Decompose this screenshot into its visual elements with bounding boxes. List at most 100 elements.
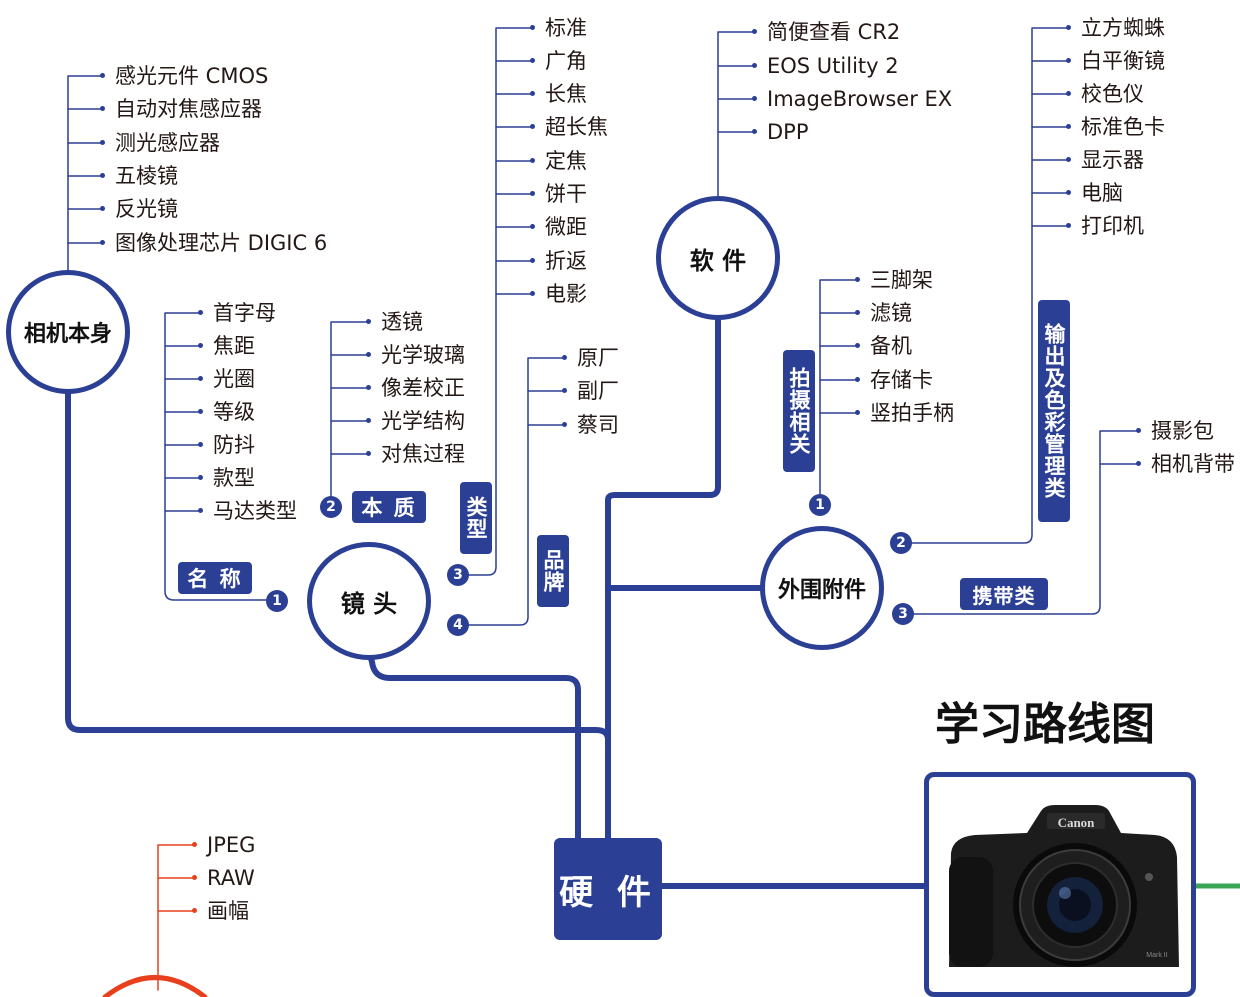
- list-item: 相机背带: [1136, 451, 1235, 477]
- bullet-icon: [530, 223, 535, 229]
- lens-node: 镜 头: [307, 542, 431, 660]
- lens-name-tag: 名 称: [178, 562, 252, 594]
- bullet-icon: [562, 387, 567, 393]
- bullet-icon: [366, 384, 371, 390]
- bullet-icon: [855, 409, 860, 415]
- number-badge: 2: [890, 532, 912, 554]
- list-item: 三脚架: [855, 267, 933, 293]
- list-item: 简便查看 CR2: [752, 19, 900, 45]
- bullet-icon: [752, 95, 757, 101]
- bullet-icon: [192, 874, 197, 880]
- bullet-icon: [198, 441, 203, 447]
- bullet-icon: [1066, 123, 1071, 129]
- list-item: 像差校正: [366, 375, 465, 401]
- camera-image: Canon Mark II: [924, 772, 1196, 997]
- list-item: 定焦: [530, 148, 587, 174]
- bullet-icon: [198, 507, 203, 513]
- list-item: 白平衡镜: [1066, 48, 1165, 74]
- bullet-icon: [562, 354, 567, 360]
- list-item: 立方蜘蛛: [1066, 15, 1165, 41]
- number-badge: 3: [447, 564, 469, 586]
- bullet-icon: [198, 408, 203, 414]
- bullet-icon: [1066, 156, 1071, 162]
- bullet-icon: [530, 290, 535, 296]
- output-tag: 输出及色彩管理类: [1038, 300, 1070, 522]
- list-item: JPEG: [192, 832, 255, 858]
- bullet-icon: [100, 205, 105, 211]
- bullet-icon: [100, 105, 105, 111]
- list-item: 滤镜: [855, 300, 912, 326]
- bullet-icon: [1066, 222, 1071, 228]
- list-item: 长焦: [530, 81, 587, 107]
- bullet-icon: [100, 239, 105, 245]
- camera-brand-text: Canon: [1058, 815, 1096, 830]
- lens-brand-tag: 品牌: [537, 535, 569, 607]
- list-item: 电影: [530, 281, 587, 307]
- list-item: 电脑: [1066, 180, 1123, 206]
- camera-body-node: 相机本身: [6, 270, 130, 394]
- list-item: 副厂: [562, 378, 619, 404]
- list-item: 折返: [530, 248, 587, 274]
- bullet-icon: [100, 139, 105, 145]
- list-item: 打印机: [1066, 213, 1144, 239]
- bullet-icon: [1066, 90, 1071, 96]
- bullet-icon: [1066, 57, 1071, 63]
- list-item: 测光感应器: [100, 130, 220, 156]
- list-item: 五棱镜: [100, 163, 178, 189]
- lens-label: 镜 头: [340, 589, 398, 618]
- bullet-icon: [1136, 427, 1141, 433]
- bullet-icon: [366, 450, 371, 456]
- list-item: DPP: [752, 119, 809, 145]
- bullet-icon: [752, 128, 757, 134]
- list-item: 焦距: [198, 333, 255, 359]
- lens-essence-tag: 本 质: [352, 491, 426, 523]
- bullet-icon: [366, 417, 371, 423]
- list-item: 反光镜: [100, 196, 178, 222]
- number-badge: 2: [320, 496, 342, 518]
- list-item: 图像处理芯片 DIGIC 6: [100, 230, 327, 256]
- bullet-icon: [530, 157, 535, 163]
- list-item: 标准: [530, 15, 587, 41]
- bullet-icon: [855, 376, 860, 382]
- camera-icon: Canon Mark II: [949, 805, 1179, 967]
- list-item: 等级: [198, 399, 255, 425]
- hardware-node: 硬 件: [554, 838, 662, 940]
- list-item: 透镜: [366, 309, 423, 335]
- hardware-label: 硬 件: [559, 872, 657, 913]
- camera-body-label: 相机本身: [23, 322, 112, 347]
- list-item: 校色仪: [1066, 81, 1144, 107]
- list-item: 摄影包: [1136, 418, 1214, 444]
- bullet-icon: [562, 421, 567, 427]
- list-item: 蔡司: [562, 412, 619, 438]
- bullet-icon: [855, 342, 860, 348]
- bullet-icon: [530, 123, 535, 129]
- list-item: 对焦过程: [366, 441, 465, 467]
- list-item: 广角: [530, 48, 587, 74]
- list-item: 光学结构: [366, 408, 465, 434]
- bullet-icon: [752, 28, 757, 34]
- list-item: 原厂: [562, 345, 619, 371]
- bullet-icon: [530, 24, 535, 30]
- bullet-icon: [192, 907, 197, 913]
- list-item: RAW: [192, 865, 255, 891]
- bullet-icon: [530, 57, 535, 63]
- number-badge: 1: [809, 494, 831, 516]
- bullet-icon: [198, 474, 203, 480]
- bullet-icon: [1136, 460, 1141, 466]
- bullet-icon: [366, 351, 371, 357]
- bullet-icon: [198, 342, 203, 348]
- bullet-icon: [198, 375, 203, 381]
- bullet-icon: [530, 257, 535, 263]
- bullet-icon: [530, 190, 535, 196]
- list-item: 微距: [530, 214, 587, 240]
- accessories-label: 外围附件: [777, 578, 866, 603]
- number-badge: 4: [447, 614, 469, 636]
- software-label: 软 件: [689, 246, 747, 275]
- list-item: 饼干: [530, 181, 587, 207]
- bullet-icon: [366, 318, 371, 324]
- bullet-icon: [1066, 189, 1071, 195]
- bullet-icon: [192, 841, 197, 847]
- list-item: 防抖: [198, 432, 255, 458]
